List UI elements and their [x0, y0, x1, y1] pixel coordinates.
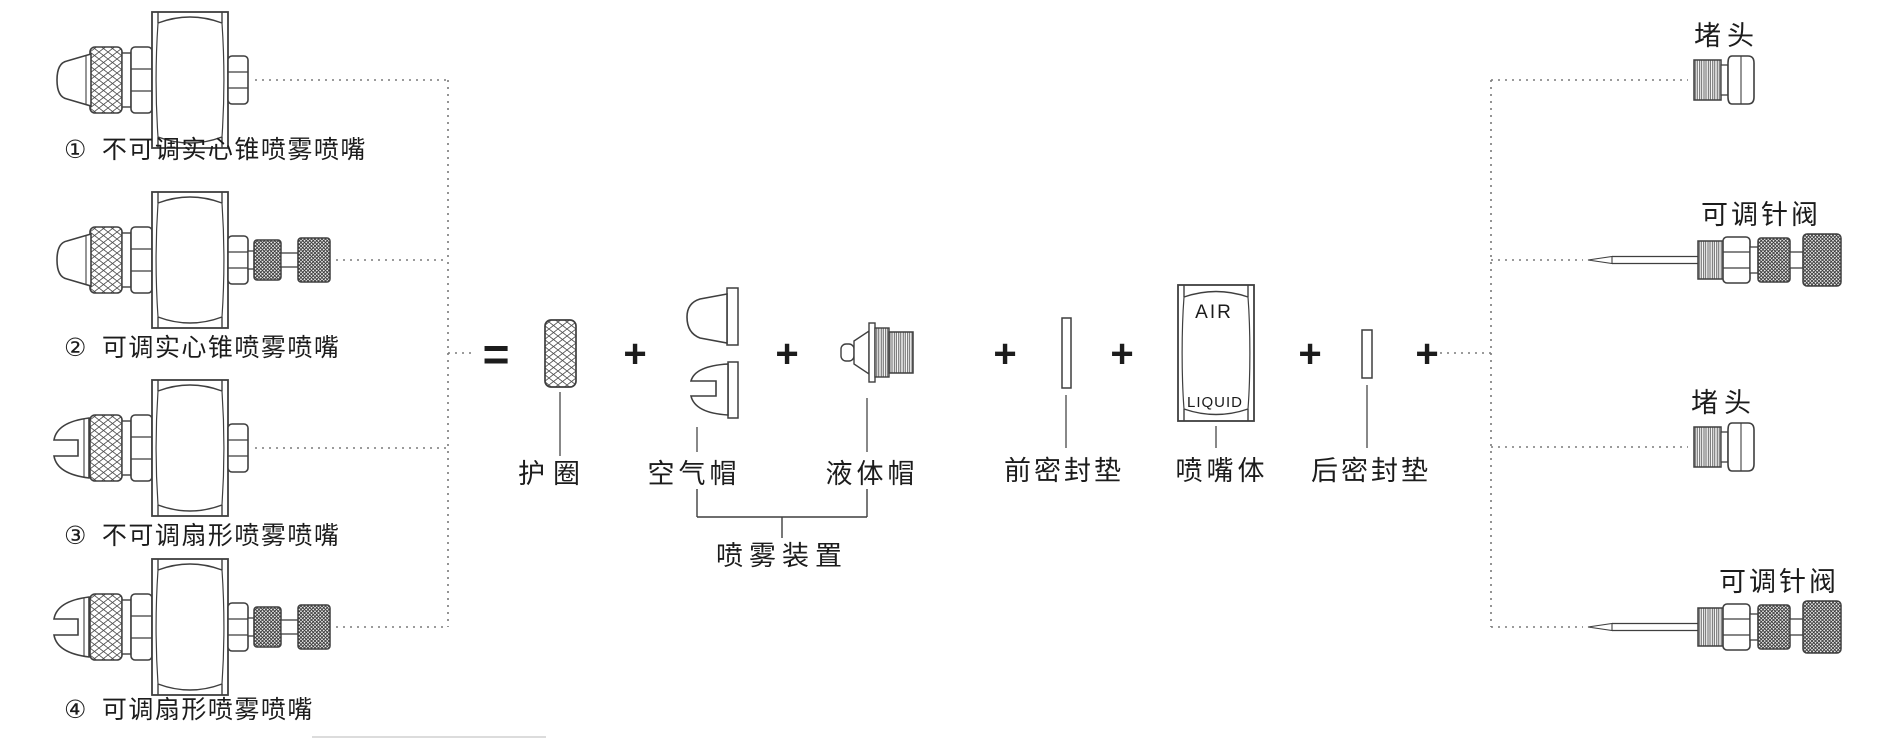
needle-valve-bottom-label: 可调针阀 [1719, 567, 1839, 597]
nozzle-body-drawing [1177, 284, 1255, 422]
accessory-plug-bottom: 堵头 [1691, 388, 1757, 472]
retaining-ring-drawing [544, 319, 577, 388]
plug-bottom-label: 堵头 [1691, 388, 1757, 418]
plus-sign: + [775, 332, 798, 376]
needle-valve-top-label: 可调针阀 [1701, 200, 1821, 230]
air-cap-top-flange [726, 287, 739, 346]
bracket-lines [696, 489, 868, 538]
plus-sign: + [993, 332, 1016, 376]
plug-top-label: 堵头 [1694, 21, 1760, 51]
rear-gasket-component: 后密封垫 [1311, 329, 1431, 486]
plus-sign: + [623, 332, 646, 376]
plus-sign: + [1415, 332, 1438, 376]
connector-lines-left [255, 79, 472, 628]
plug-drawing [1693, 422, 1755, 472]
cone-tip-drawing [56, 53, 92, 107]
nozzle-body-air-marking: AIR [1195, 302, 1233, 323]
nozzle-base-drawing [89, 558, 249, 696]
accessory-needle-valve-bottom: 可调针阀 [1587, 567, 1842, 654]
nozzle-body-liquid-marking: LIQUID [1187, 394, 1243, 411]
accessory-needle-valve-top: 可调针阀 [1587, 200, 1842, 287]
liquid-cap-nub [840, 343, 855, 362]
air-cap-bottom-drawing [689, 363, 729, 416]
plug-drawing [1693, 55, 1755, 105]
air-cap-bottom-flange [727, 361, 739, 419]
spray-assembly-bracket: 喷雾装置 [696, 489, 868, 571]
front-gasket-drawing [1061, 317, 1072, 389]
nozzle-base-drawing [89, 379, 249, 517]
valve-knobs-drawing [247, 237, 331, 283]
air-cap-label: 空气帽 [648, 459, 741, 489]
plus-sign: + [1298, 332, 1321, 376]
liquid-cap-thread [888, 331, 914, 374]
connector-lines-right [1440, 79, 1688, 628]
liquid-cap-disc [868, 322, 876, 383]
needle-valve-drawing [1587, 600, 1842, 654]
liquid-cap-cone [853, 329, 870, 376]
rear-gasket-label: 后密封垫 [1311, 456, 1431, 486]
cone-tip-drawing [56, 233, 92, 287]
liquid-cap-label: 液体帽 [826, 459, 919, 489]
front-gasket-component: 前密封垫 [1004, 317, 1124, 486]
plus-sign: + [1110, 332, 1133, 376]
air-cap-component: 空气帽 [648, 287, 741, 489]
fan-tip-drawing [53, 417, 90, 479]
air-cap-top-drawing [686, 293, 728, 344]
nozzle-body-component: AIR LIQUID 喷嘴体 [1176, 284, 1269, 486]
nozzle-body-label: 喷嘴体 [1176, 456, 1269, 486]
liquid-cap-component: 液体帽 [826, 322, 919, 489]
accessory-plug-top: 堵头 [1693, 21, 1760, 105]
equals-sign: = [483, 328, 510, 380]
valve-knobs-drawing [247, 604, 331, 650]
retaining-ring-label: 护圈 [518, 459, 588, 489]
nozzle-base-drawing [89, 191, 249, 329]
needle-valve-drawing [1587, 233, 1842, 287]
retaining-ring-component: 护圈 [518, 319, 588, 489]
spray-assembly-label: 喷雾装置 [716, 541, 848, 571]
nozzle-base-drawing [89, 11, 249, 149]
front-gasket-label: 前密封垫 [1004, 456, 1124, 486]
rear-gasket-drawing [1361, 329, 1373, 379]
fan-tip-drawing [53, 596, 90, 658]
liquid-cap-ribs [874, 327, 890, 378]
component-equation: = 护圈 + 空气帽 + 液体帽 [483, 284, 1439, 571]
